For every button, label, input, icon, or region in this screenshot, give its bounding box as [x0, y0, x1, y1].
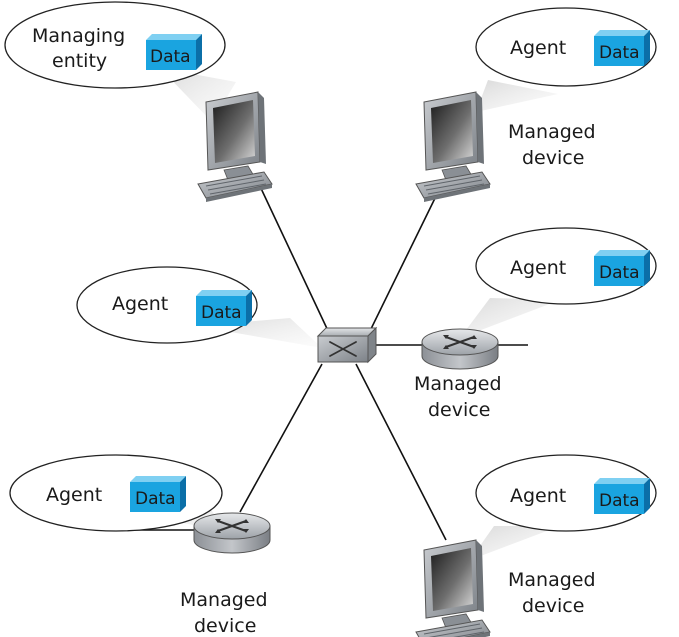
data-icon: Data [196, 290, 252, 326]
data-icon: Data [594, 30, 650, 66]
agent-label: Agent [510, 257, 566, 279]
managed-device-label-line2: device [522, 147, 584, 169]
data-icon: Data [130, 476, 186, 512]
agent-label: Agent [510, 37, 566, 59]
managed-device-label-line1: Managed [508, 121, 596, 143]
managing-entity-bubble: Managing entity Data [4, 1, 226, 89]
managed-device-label-line1: Managed [180, 589, 268, 611]
managed-device-label-line1: Managed [508, 569, 596, 591]
router-icon [421, 328, 499, 370]
agent-bubble-mid-right: Agent Data [475, 227, 657, 305]
agent-label: Agent [46, 484, 102, 506]
data-icon: Data [146, 34, 202, 70]
data-label: Data [599, 491, 640, 511]
data-icon: Data [594, 478, 650, 514]
agent-label: Agent [112, 293, 168, 315]
agent-bubble-top-right: Agent Data [475, 7, 657, 87]
bubble-tail-bottomright [470, 526, 560, 560]
managing-entity-label-line1: Managing [32, 25, 125, 47]
router-icon [193, 512, 271, 554]
bubble-tail-midright [460, 298, 560, 338]
data-label: Data [135, 489, 176, 509]
link-switch-topright [367, 187, 441, 336]
computer-icon [415, 91, 491, 203]
agent-label: Agent [510, 485, 566, 507]
managed-device-label-line2: device [428, 399, 490, 421]
managing-entity-label-line2: entity [52, 50, 107, 72]
data-label: Data [150, 47, 191, 67]
agent-bubble-mid-left: Agent Data [76, 266, 258, 344]
managed-device-label-line1: Managed [414, 373, 502, 395]
computer-icon [197, 91, 273, 203]
data-icon: Data [594, 250, 650, 286]
managed-device-label-line2: device [194, 615, 256, 637]
data-label: Data [599, 263, 640, 283]
link-manager-switch [257, 181, 331, 336]
data-label: Data [201, 303, 242, 323]
agent-bubble-bottom-right: Agent Data [475, 454, 657, 532]
link-switch-router-left [239, 363, 323, 513]
bubble-tail-topright [476, 80, 558, 112]
managed-device-label-line2: device [522, 595, 584, 617]
switch-icon [316, 326, 378, 364]
data-label: Data [599, 43, 640, 63]
link-switch-bottomright [355, 363, 447, 541]
agent-bubble-bottom-left: Agent Data [9, 454, 223, 532]
computer-icon [415, 539, 491, 637]
